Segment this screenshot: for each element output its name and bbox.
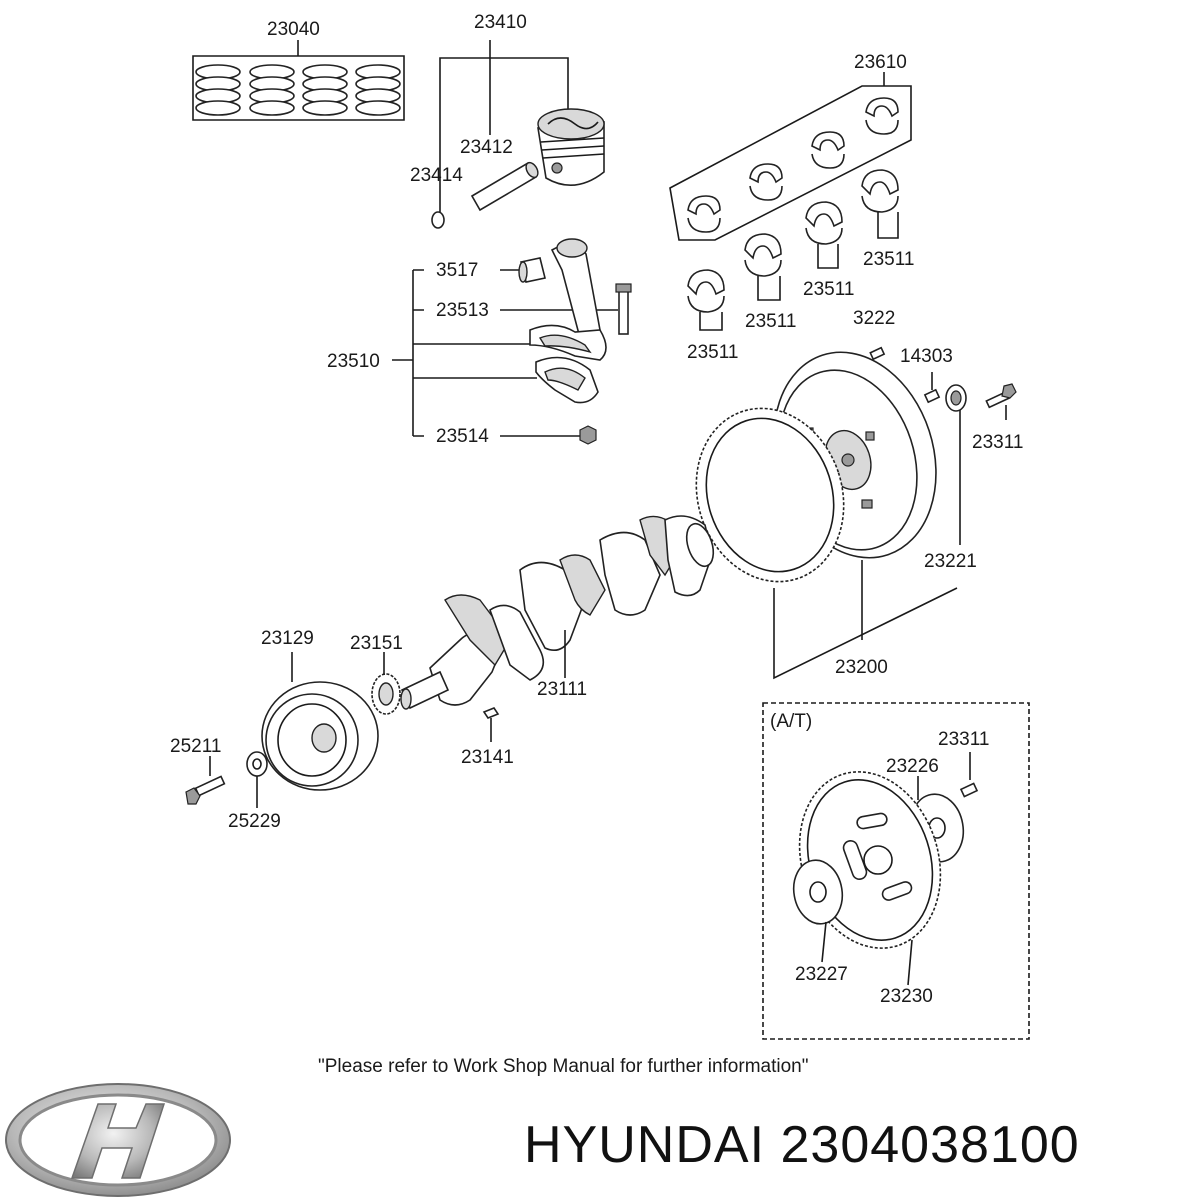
piston-assembly: [431, 40, 605, 229]
label-23514: 23514: [436, 426, 489, 447]
piston: [537, 108, 605, 187]
label-23230: 23230: [880, 986, 933, 1007]
label-23151: 23151: [350, 633, 403, 654]
label-23040: 23040: [267, 19, 320, 40]
rod-bolt: [615, 283, 632, 335]
piston-ring-set: [192, 40, 405, 121]
upper-bearing-shells: [687, 97, 899, 233]
crank-sprocket: [371, 652, 401, 715]
label-23111: 23111: [537, 679, 587, 700]
ring-stack-1: [195, 64, 241, 116]
pulley-bolt: [185, 756, 226, 805]
rod-body: [529, 238, 607, 361]
label-3517: 3517: [436, 260, 478, 281]
dowel-pin: [869, 346, 886, 361]
pilot-bushing: [923, 388, 941, 404]
label-23511-c: 23511: [745, 311, 796, 332]
label-23129: 23129: [261, 628, 314, 649]
part-number-labels: 23040 23410 23412 23414 23610 3517 23513…: [170, 12, 1023, 1007]
label-at: (A/T): [770, 711, 812, 732]
ring-stack-4: [355, 64, 401, 116]
label-23513: 23513: [436, 300, 489, 321]
label-23412: 23412: [460, 137, 513, 158]
label-23221: 23221: [924, 551, 977, 572]
lower-bearing-shells: [687, 169, 899, 313]
label-14303: 14303: [900, 346, 953, 367]
crank-key: [482, 707, 500, 719]
label-23311-b: 23311: [938, 729, 989, 750]
pulley-washer: [246, 751, 268, 808]
label-23226: 23226: [886, 756, 939, 777]
crank-pulley: [261, 652, 379, 791]
brand-part-number: HYUNDAI 2304038100: [524, 1116, 1080, 1174]
label-23227: 23227: [795, 964, 848, 985]
flywheel-area: [695, 346, 1017, 680]
label-25229: 25229: [228, 811, 281, 832]
ring-gear: [695, 407, 845, 583]
label-23141: 23141: [461, 747, 514, 768]
flywheel-bolt: [985, 383, 1017, 409]
label-23311-a: 23311: [972, 432, 1023, 453]
label-23200: 23200: [835, 657, 888, 678]
rod-cap: [535, 356, 599, 404]
connecting-rod-assembly: [392, 238, 632, 445]
snap-ring: [431, 211, 445, 229]
ring-stack-3: [302, 64, 348, 116]
piston-pin: [470, 161, 539, 212]
rod-nut: [579, 425, 597, 445]
automatic-transmission-inset: [762, 702, 1030, 1040]
workshop-manual-note: "Please refer to Work Shop Manual for fu…: [318, 1056, 808, 1077]
label-23511-d: 23511: [687, 342, 738, 363]
label-23510: 23510: [327, 351, 380, 372]
main-bearing-set: [669, 72, 912, 331]
crankshaft: [400, 515, 715, 742]
small-end-bushing: [518, 257, 546, 283]
hyundai-logo: [5, 1083, 231, 1197]
ring-stack-2: [249, 64, 295, 116]
label-23511-a: 23511: [863, 249, 914, 270]
label-23511-b: 23511: [803, 279, 854, 300]
drive-plate: [798, 771, 942, 949]
label-23414: 23414: [410, 165, 463, 186]
label-25211: 25211: [170, 736, 221, 757]
label-3222: 3222: [853, 308, 895, 329]
label-23410: 23410: [474, 12, 527, 33]
label-23610: 23610: [854, 52, 907, 73]
